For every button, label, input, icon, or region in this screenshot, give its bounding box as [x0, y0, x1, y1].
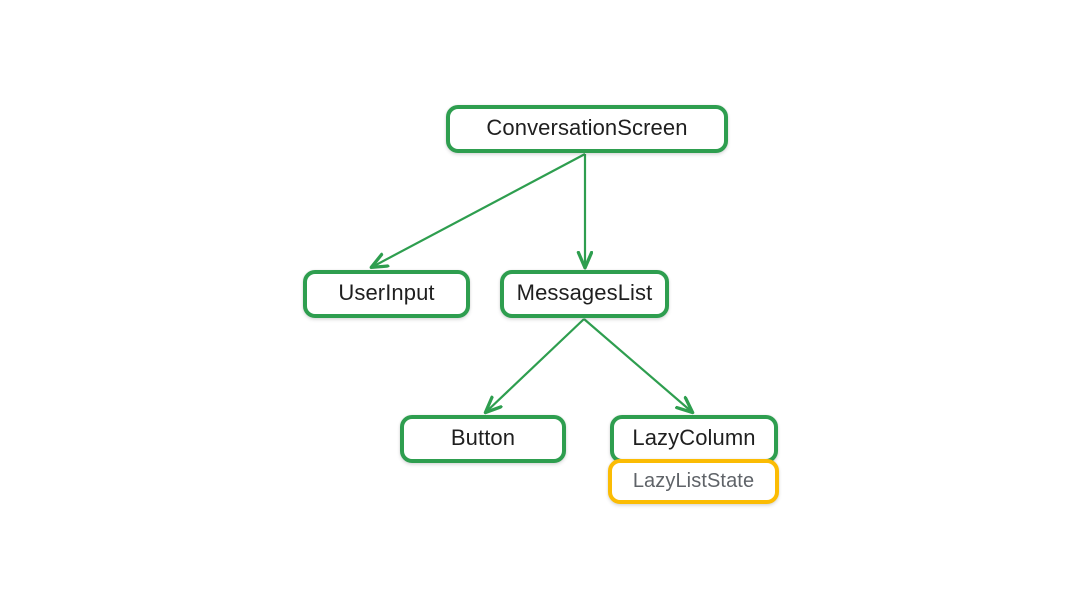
node-label-messages-list: MessagesList [516, 280, 653, 305]
node-lazy-list-state[interactable]: LazyListState [608, 459, 779, 504]
node-user-input[interactable]: UserInput [303, 270, 470, 318]
node-label-lazy-column: LazyColumn [632, 425, 756, 450]
node-label-button: Button [450, 425, 516, 450]
node-label-user-input: UserInput [338, 280, 435, 305]
node-lazy-column[interactable]: LazyColumn [610, 415, 778, 463]
node-button[interactable]: Button [400, 415, 566, 463]
node-conversation-screen[interactable]: ConversationScreen [446, 105, 728, 153]
edge-messageslist-to-lazycolumn [583, 318, 692, 412]
node-label-lazy-list-state: LazyListState [632, 469, 755, 492]
node-label-conversation-screen: ConversationScreen [486, 115, 688, 140]
node-messages-list[interactable]: MessagesList [500, 270, 669, 318]
edge-conversationscreen-to-userinput [372, 153, 586, 267]
edge-messageslist-to-button [486, 318, 585, 412]
